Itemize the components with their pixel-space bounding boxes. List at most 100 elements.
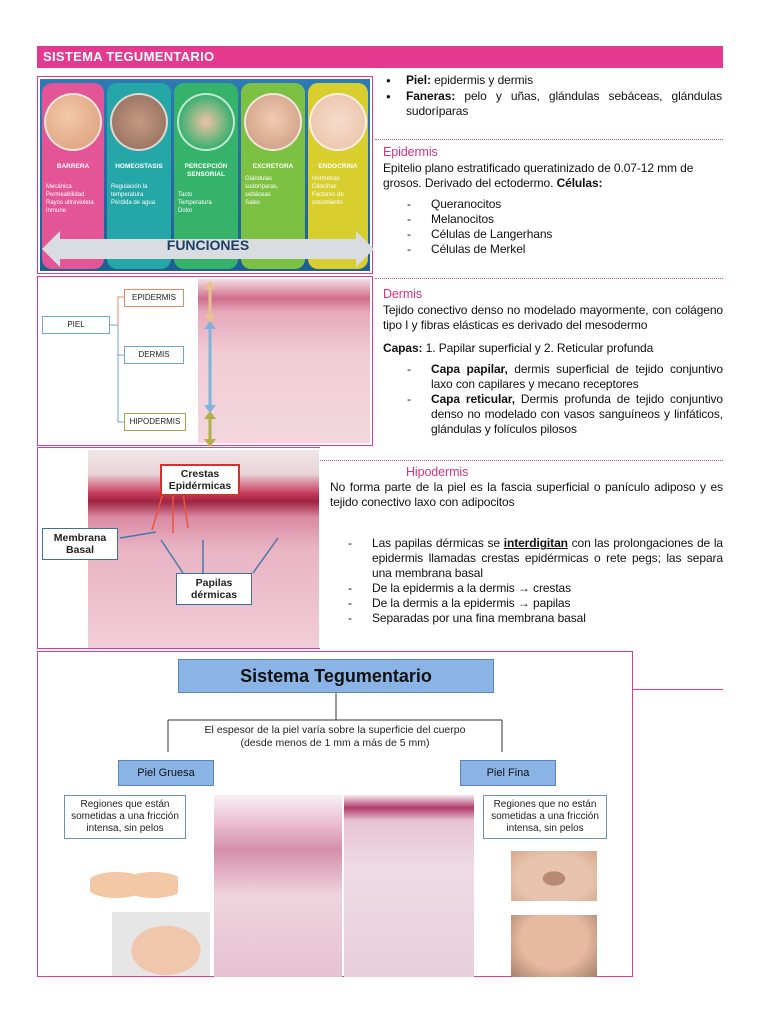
- function-col-homeostasis: HOMEOSTASIS Regulación la temperatura Pé…: [107, 83, 171, 269]
- layers-frame: PIEL EPIDERMIS DERMIS HIPODERMIS: [37, 276, 373, 446]
- arm-image: [309, 93, 367, 151]
- item-text: Las papilas dérmicas se: [372, 536, 504, 550]
- face-image: [511, 915, 597, 977]
- diagram-connector-lines: [167, 693, 503, 752]
- function-line: Mecánica: [46, 184, 72, 190]
- function-line: Temperatura: [178, 200, 212, 206]
- capa-text: dermis superficial de tejido conjuntivo …: [431, 362, 723, 391]
- face-image: [244, 93, 302, 151]
- intro-item-faneras: Faneras: pelo y uñas, glándulas sebáceas…: [384, 89, 722, 119]
- epidermis-text: Epitelio plano estratificado queratiniza…: [383, 161, 694, 190]
- crestas-callout: Crestas Epidérmicas: [160, 464, 240, 496]
- function-lines: Hormonas Citocinas Factores de crecimien…: [312, 175, 366, 207]
- page-header: SISTEMA TEGUMENTARIO: [37, 46, 723, 68]
- cell-item: Células de Merkel: [407, 242, 723, 257]
- capa-text: Dermis profunda de tejido conjuntivo den…: [431, 392, 723, 436]
- cells-label: Células:: [556, 176, 603, 190]
- function-line: Dolor: [178, 208, 193, 214]
- cell-item: Células de Langerhans: [407, 227, 723, 242]
- piel-fina-box: Piel Fina: [460, 760, 556, 786]
- capas-list: Capa papilar, dermis superficial de teji…: [407, 362, 723, 437]
- function-line: Factores de crecimiento: [312, 192, 344, 206]
- intro-item-piel: Piel: epidermis y dermis: [384, 73, 722, 88]
- description-line: El espesor de la piel varía sobre la sup…: [204, 724, 466, 736]
- function-title: HOMEOSTASIS: [115, 163, 163, 170]
- capas-line: Capas: 1. Papilar superficial y 2. Retic…: [383, 341, 723, 356]
- function-col-endocrina: ENDOCRINA Hormonas Citocinas Factores de…: [308, 83, 368, 269]
- cell-item: Queranocitos: [407, 197, 723, 212]
- divider: [375, 278, 723, 279]
- hipodermis-title: Hipodermis: [406, 465, 469, 479]
- functions-label: FUNCIONES: [166, 237, 250, 253]
- piel-gruesa-box: Piel Gruesa: [118, 760, 214, 786]
- diagram-title-box: Sistema Tegumentario: [178, 659, 494, 693]
- function-line: Permeabilidad: [46, 192, 85, 198]
- thick-skin-histology-image: [214, 795, 342, 977]
- hipodermis-text: No forma parte de la piel es la fascia s…: [330, 480, 723, 509]
- function-line: Tacto: [178, 192, 193, 198]
- cell-item: Melanocitos: [407, 212, 723, 227]
- membrana-callout: Membrana Basal: [42, 528, 118, 560]
- sweat-skin-image: [110, 93, 168, 151]
- function-line: Pérdida de agua: [111, 200, 156, 206]
- capa-item: Capa papilar, dermis superficial de teji…: [407, 362, 723, 392]
- capas-text: 1. Papilar superficial y 2. Reticular pr…: [422, 341, 654, 355]
- intro-text: epidermis y dermis: [430, 73, 533, 87]
- eye-image: [511, 851, 597, 901]
- hipodermis-list: Las papilas dérmicas se interdigitan con…: [348, 536, 723, 626]
- fina-description: Regiones que no están sometidas a una fr…: [483, 795, 607, 839]
- capa-label: Capa reticular,: [431, 392, 515, 406]
- functions-arrow-bar: [54, 239, 364, 259]
- hands-image: [90, 859, 178, 911]
- epidermis-title: Epidermis: [383, 145, 438, 159]
- function-line: Citocinas: [312, 184, 337, 190]
- dermis-title: Dermis: [383, 287, 422, 301]
- diagram-description: El espesor de la piel varía sobre la sup…: [168, 724, 502, 750]
- divider: [320, 460, 723, 461]
- intro-label: Faneras:: [406, 89, 456, 103]
- epidermis-box: EPIDERMIS: [124, 289, 184, 307]
- arrow-right-icon: [356, 231, 374, 267]
- hipodermis-section: Hipodermis No forma parte de la piel es …: [330, 465, 723, 626]
- hipodermis-item: Las papilas dérmicas se interdigitan con…: [348, 536, 723, 581]
- gruesa-description: Regiones que están sometidas a una fricc…: [64, 795, 186, 839]
- piel-box: PIEL: [42, 316, 110, 334]
- function-lines: Tacto Temperatura Dolor: [178, 191, 236, 215]
- function-col-excretora: EXCRETORA Glándulas sudoríparas, sebácea…: [241, 83, 305, 269]
- skin-histology-image: [198, 279, 370, 443]
- function-title: PERCEPCIÓN SENSORIAL: [184, 163, 228, 178]
- epidermis-text-block: Epitelio plano estratificado queratiniza…: [383, 161, 723, 191]
- intro-list: Piel: epidermis y dermis Faneras: pelo y…: [384, 73, 722, 120]
- description-line: (desde menos de 1 mm a más de 5 mm): [240, 737, 430, 749]
- foot-image: [112, 912, 210, 976]
- capa-item: Capa reticular, Dermis profunda de tejid…: [407, 392, 723, 437]
- function-line: Sales: [245, 200, 261, 206]
- skin-texture-image: [44, 93, 102, 151]
- bottom-frame: Sistema Tegumentario El espesor de la pi…: [37, 651, 633, 977]
- pink-side-line: [633, 689, 723, 690]
- cells-list: Queranocitos Melanocitos Células de Lang…: [407, 197, 723, 257]
- thin-skin-histology-image: [344, 795, 474, 977]
- dermis-box: DERMIS: [124, 346, 184, 364]
- item-text: con las prolongaciones de la epidermis l…: [372, 536, 723, 580]
- dermis-section: Dermis Tejido conectivo denso no modelad…: [383, 287, 723, 437]
- layers-thickness-arrows-icon: [204, 281, 216, 446]
- function-line: Regulación la temperatura: [111, 184, 148, 198]
- functions-panel: BARRERA Mecánica Permeabilidad Rayos ult…: [40, 79, 374, 271]
- papilas-frame: Crestas Epidérmicas Membrana Basal Papil…: [37, 447, 320, 649]
- function-col-percepcion: PERCEPCIÓN SENSORIAL Tacto Temperatura D…: [174, 83, 238, 269]
- function-lines: Glándulas sudoríparas, sebáceas Sales: [245, 175, 303, 207]
- function-lines: Regulación la temperatura Pérdida de agu…: [111, 183, 169, 207]
- function-title: ENDOCRINA: [318, 163, 358, 170]
- epidermis-section: Epidermis Epitelio plano estratificado q…: [383, 145, 723, 257]
- function-lines: Mecánica Permeabilidad Rayos ultraviolet…: [46, 183, 102, 215]
- hipodermis-item: De la epidermis a la dermis → crestas: [348, 581, 723, 596]
- divider: [375, 139, 723, 140]
- intro-text: pelo y uñas, glándulas sebáceas, glándul…: [406, 89, 722, 118]
- hipodermis-item: De la dermis a la epidermis → papilas: [348, 596, 723, 611]
- dermis-text: Tejido conectivo denso no modelado mayor…: [383, 303, 723, 332]
- function-line: Inmune: [46, 208, 67, 214]
- papilas-callout: Papilas dérmicas: [176, 573, 252, 605]
- hands-image: [177, 93, 235, 151]
- intro-label: Piel:: [406, 73, 431, 87]
